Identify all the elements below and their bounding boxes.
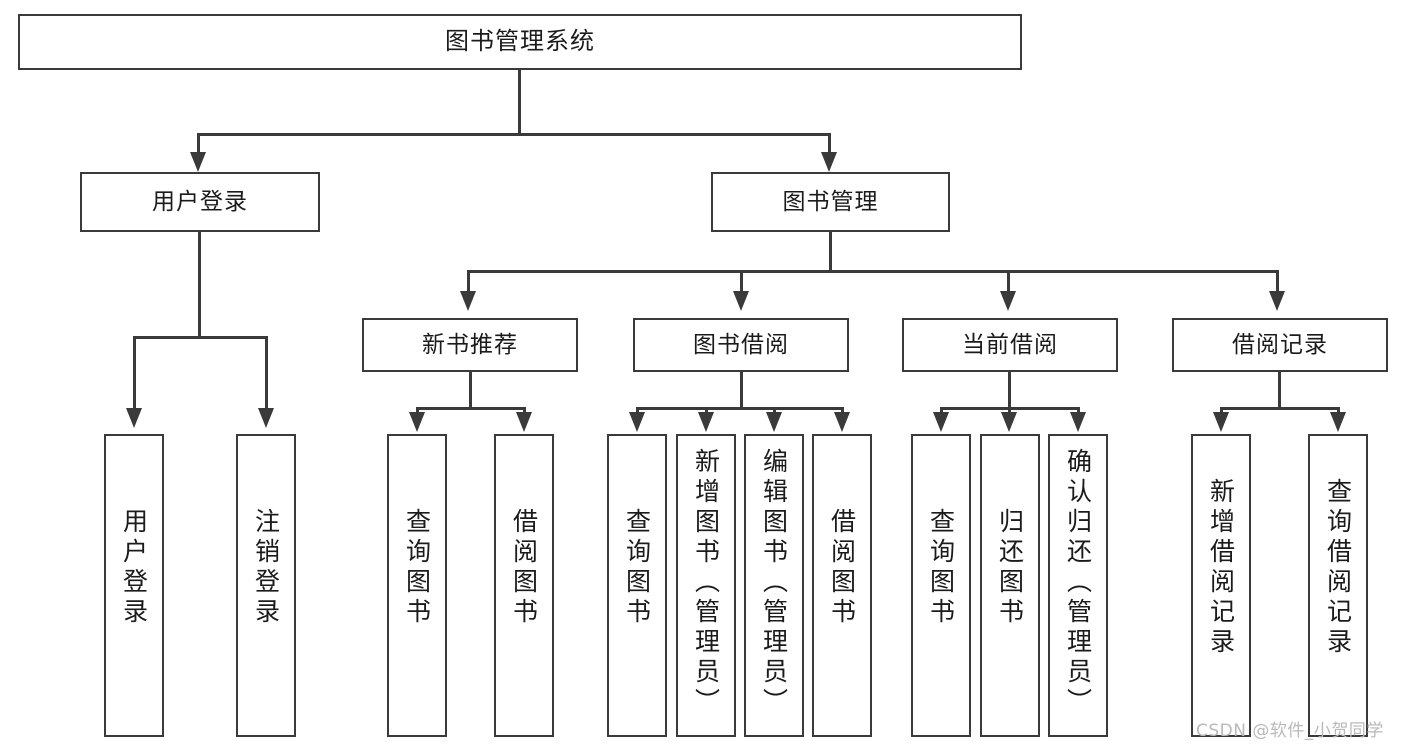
connector-root-to-user-login bbox=[197, 133, 200, 159]
node-borrow-record[interactable]: 借阅记录 bbox=[1172, 318, 1388, 372]
leaf-user-login-logout-label: 注销登录 bbox=[251, 508, 281, 628]
leaf-borrow-record-query-record[interactable]: 查询借阅记录 bbox=[1308, 434, 1368, 737]
leaf-bb-borrow-book-label: 借阅图书 bbox=[827, 508, 857, 628]
leaf-book-borrow-query-book[interactable]: 查询图书 bbox=[607, 434, 667, 737]
leaf-user-login-logout[interactable]: 注销登录 bbox=[236, 434, 296, 737]
arrowhead-br-leaf-1 bbox=[1213, 412, 1229, 432]
leaf-new-book-recommend-borrow-book[interactable]: 借阅图书 bbox=[494, 434, 554, 737]
connector-to-book-borrow bbox=[740, 270, 743, 298]
leaf-book-borrow-borrow-book[interactable]: 借阅图书 bbox=[812, 434, 872, 737]
arrowhead-to-borrow-record bbox=[1269, 291, 1285, 311]
node-book-borrow-label: 图书借阅 bbox=[693, 331, 789, 358]
node-current-borrow[interactable]: 当前借阅 bbox=[902, 318, 1118, 372]
arrowhead-to-book-borrow bbox=[733, 291, 749, 311]
connector-to-borrow-record bbox=[1276, 270, 1279, 298]
leaf-book-borrow-edit-book-admin[interactable]: 编辑图书（管理员） bbox=[744, 434, 804, 737]
connector-user-login-stem bbox=[198, 232, 201, 338]
connector-book-management-stem bbox=[829, 232, 832, 272]
arrowhead-bb-leaf-1 bbox=[629, 412, 645, 432]
connector-new-book-recommend-stem bbox=[469, 372, 472, 410]
arrowhead-bb-leaf-3 bbox=[766, 412, 782, 432]
arrowhead-leaf-user-login-2 bbox=[258, 408, 274, 428]
node-current-borrow-label: 当前借阅 bbox=[962, 331, 1058, 358]
arrowhead-to-book-management bbox=[821, 152, 837, 172]
leaf-bb-edit-book-label: 编辑图书（管理员） bbox=[759, 448, 789, 718]
arrowhead-to-current-borrow bbox=[1000, 291, 1016, 311]
node-user-login[interactable]: 用户登录 bbox=[80, 172, 320, 232]
node-borrow-record-label: 借阅记录 bbox=[1232, 331, 1328, 358]
leaf-bb-add-book-label: 新增图书（管理员） bbox=[691, 448, 721, 718]
leaf-nbr-borrow-book-label: 借阅图书 bbox=[509, 508, 539, 628]
node-user-login-label: 用户登录 bbox=[152, 188, 248, 215]
arrowhead-bb-leaf-4 bbox=[834, 412, 850, 432]
leaf-current-borrow-return-book[interactable]: 归还图书 bbox=[980, 434, 1040, 737]
connector-borrow-record-stem bbox=[1278, 372, 1281, 410]
connector-user-login-leaf-1 bbox=[133, 336, 136, 414]
leaf-current-borrow-query-book[interactable]: 查询图书 bbox=[911, 434, 971, 737]
leaf-user-login-login[interactable]: 用户登录 bbox=[104, 434, 164, 737]
arrowhead-nbr-leaf-2 bbox=[516, 412, 532, 432]
leaf-cb-query-book-label: 查询图书 bbox=[926, 508, 956, 628]
arrowhead-bb-leaf-2 bbox=[698, 412, 714, 432]
connector-book-borrow-bus bbox=[636, 407, 843, 410]
connector-to-new-book-recommend bbox=[467, 270, 470, 298]
connector-user-login-bus bbox=[133, 336, 268, 339]
leaf-book-borrow-add-book-admin[interactable]: 新增图书（管理员） bbox=[676, 434, 736, 737]
connector-root-to-book-management bbox=[828, 133, 831, 159]
arrowhead-to-new-book-recommend bbox=[460, 291, 476, 311]
leaf-br-query-record-label: 查询借阅记录 bbox=[1323, 478, 1353, 658]
node-book-management-label: 图书管理 bbox=[782, 188, 879, 215]
connector-root-bus bbox=[197, 133, 831, 136]
arrowhead-nbr-leaf-1 bbox=[409, 412, 425, 432]
node-new-book-recommend-label: 新书推荐 bbox=[422, 331, 518, 358]
arrowhead-br-leaf-2 bbox=[1330, 412, 1346, 432]
leaf-user-login-login-label: 用户登录 bbox=[119, 508, 149, 628]
connector-current-borrow-stem bbox=[1008, 372, 1011, 410]
connector-user-login-leaf-2 bbox=[265, 336, 268, 414]
connector-book-management-bus bbox=[467, 270, 1279, 273]
leaf-cb-confirm-return-label: 确认归还（管理员） bbox=[1063, 448, 1093, 718]
node-root-book-management-system[interactable]: 图书管理系统 bbox=[18, 14, 1022, 70]
node-new-book-recommend[interactable]: 新书推荐 bbox=[362, 318, 578, 372]
connector-root-stem bbox=[518, 70, 521, 135]
leaf-br-add-record-label: 新增借阅记录 bbox=[1206, 478, 1236, 658]
arrowhead-to-user-login bbox=[190, 152, 206, 172]
connector-borrow-record-bus bbox=[1220, 407, 1340, 410]
connector-book-borrow-stem bbox=[740, 372, 743, 410]
leaf-nbr-query-book-label: 查询图书 bbox=[402, 508, 432, 628]
connector-to-current-borrow bbox=[1007, 270, 1010, 298]
leaf-current-borrow-confirm-return-admin[interactable]: 确认归还（管理员） bbox=[1048, 434, 1108, 737]
arrowhead-cb-leaf-1 bbox=[933, 412, 949, 432]
arrowhead-cb-leaf-2 bbox=[1001, 412, 1017, 432]
node-root-label: 图书管理系统 bbox=[445, 27, 595, 56]
node-book-borrow[interactable]: 图书借阅 bbox=[633, 318, 849, 372]
node-book-management[interactable]: 图书管理 bbox=[711, 172, 950, 232]
leaf-bb-query-book-label: 查询图书 bbox=[622, 508, 652, 628]
connector-new-book-recommend-bus bbox=[416, 407, 526, 410]
arrowhead-cb-leaf-3 bbox=[1070, 412, 1086, 432]
leaf-cb-return-book-label: 归还图书 bbox=[995, 508, 1025, 628]
arrowhead-leaf-user-login-1 bbox=[126, 408, 142, 428]
leaf-borrow-record-add-record[interactable]: 新增借阅记录 bbox=[1191, 434, 1251, 737]
csdn-watermark: CSDN @软件_小贺同学 bbox=[1196, 721, 1384, 741]
leaf-new-book-recommend-query-book[interactable]: 查询图书 bbox=[387, 434, 447, 737]
